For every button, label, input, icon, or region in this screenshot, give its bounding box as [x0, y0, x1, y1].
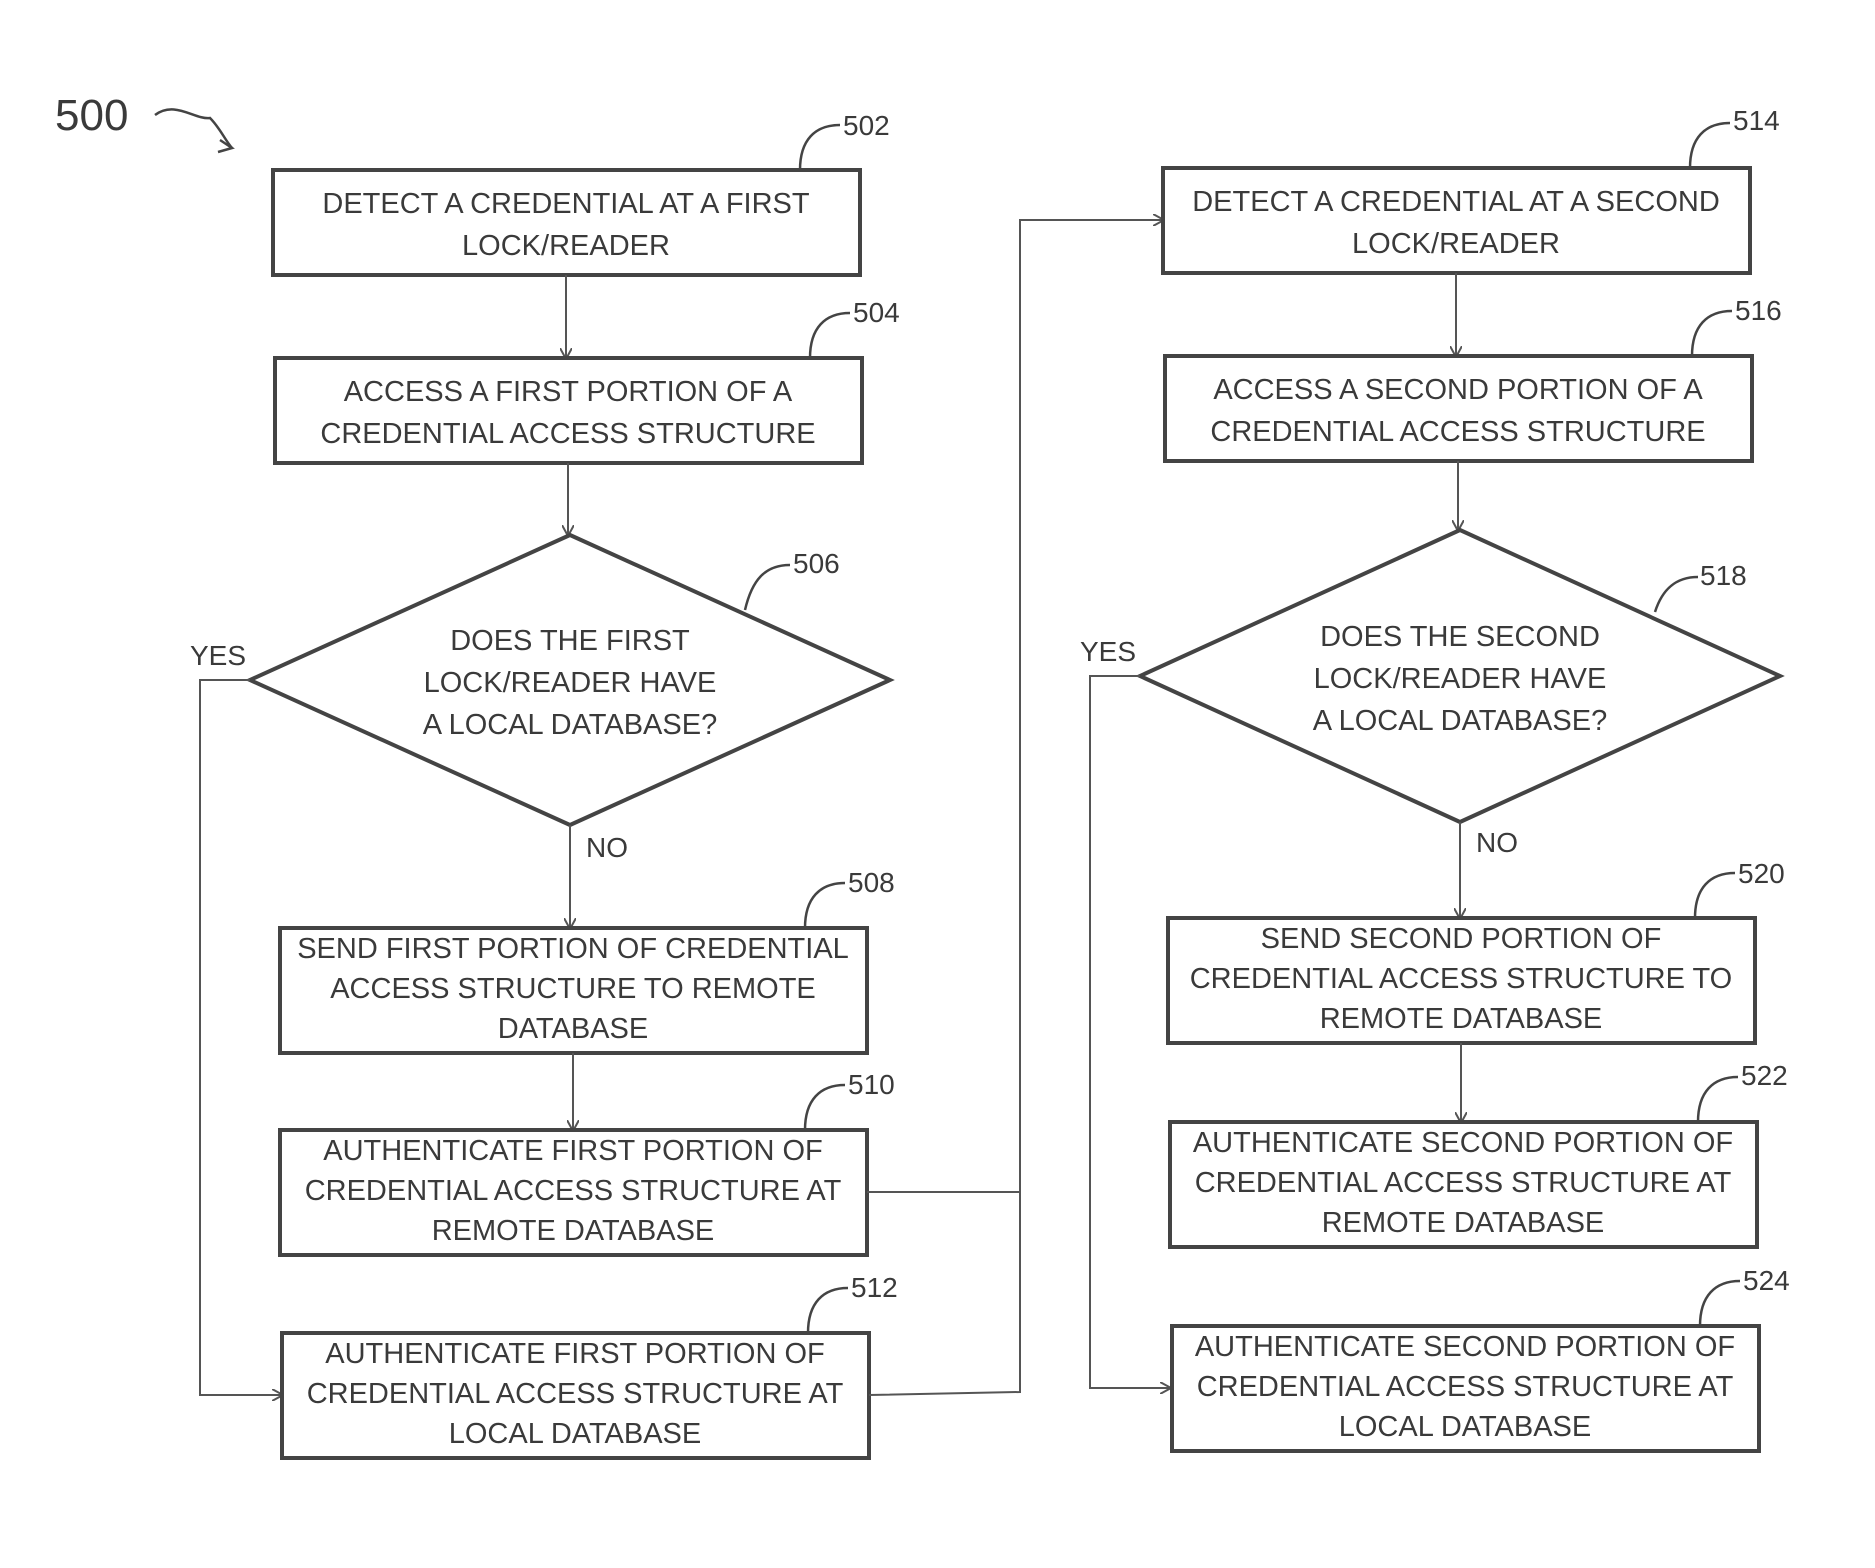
ref-518: 518 [1700, 560, 1747, 591]
step-520-line-3: REMOTE DATABASE [1320, 1003, 1603, 1035]
figure-number: 500 [55, 91, 128, 140]
step-514-line-1: DETECT A CREDENTIAL AT A SECOND [1192, 186, 1720, 218]
step-504-line-2: CREDENTIAL ACCESS STRUCTURE [320, 418, 815, 450]
branch-yes-right: YES [1080, 636, 1136, 667]
step-512-line-3: LOCAL DATABASE [449, 1418, 702, 1450]
step-510-line-1: AUTHENTICATE FIRST PORTION OF [323, 1135, 822, 1167]
step-520-line-2: CREDENTIAL ACCESS STRUCTURE TO [1190, 963, 1733, 995]
figure-leader-line [155, 109, 232, 148]
decision-518-line-1: DOES THE SECOND [1320, 621, 1600, 653]
ref-524-leader [1700, 1281, 1740, 1326]
ref-508-leader [805, 883, 845, 928]
ref-516: 516 [1735, 295, 1782, 326]
step-502-detect-credential-first: DETECT A CREDENTIAL AT A FIRST LOCK/READ… [273, 170, 860, 275]
step-524-line-2: CREDENTIAL ACCESS STRUCTURE AT [1197, 1371, 1734, 1403]
step-512-line-2: CREDENTIAL ACCESS STRUCTURE AT [307, 1378, 844, 1410]
ref-506-leader [745, 565, 790, 610]
step-522-line-2: CREDENTIAL ACCESS STRUCTURE AT [1195, 1167, 1732, 1199]
ref-510: 510 [848, 1069, 895, 1100]
step-514-detect-credential-second: DETECT A CREDENTIAL AT A SECOND LOCK/REA… [1163, 168, 1750, 273]
ref-512-leader [808, 1288, 848, 1333]
ref-502: 502 [843, 110, 890, 141]
decision-518-line-2: LOCK/READER HAVE [1314, 663, 1607, 695]
ref-504-leader [810, 313, 850, 358]
step-502-line-2: LOCK/READER [462, 230, 670, 262]
decision-518-line-3: A LOCAL DATABASE? [1313, 705, 1607, 737]
step-510-authenticate-remote: AUTHENTICATE FIRST PORTION OF CREDENTIAL… [280, 1130, 867, 1255]
step-504-access-first-portion: ACCESS A FIRST PORTION OF A CREDENTIAL A… [275, 358, 862, 463]
ref-520: 520 [1738, 858, 1785, 889]
step-512-authenticate-local: AUTHENTICATE FIRST PORTION OF CREDENTIAL… [282, 1333, 869, 1458]
ref-506: 506 [793, 548, 840, 579]
step-514-line-2: LOCK/READER [1352, 228, 1560, 260]
branch-no-right: NO [1476, 827, 1518, 858]
branch-yes-left: YES [190, 640, 246, 671]
step-508-line-1: SEND FIRST PORTION OF CREDENTIAL [297, 933, 849, 965]
ref-514-leader [1690, 123, 1730, 168]
ref-520-leader [1695, 873, 1735, 918]
step-522-line-3: REMOTE DATABASE [1322, 1207, 1605, 1239]
ref-522: 522 [1741, 1060, 1788, 1091]
step-520-send-to-remote: SEND SECOND PORTION OF CREDENTIAL ACCESS… [1168, 918, 1755, 1043]
step-522-authenticate-remote: AUTHENTICATE SECOND PORTION OF CREDENTIA… [1170, 1122, 1757, 1247]
step-516-line-2: CREDENTIAL ACCESS STRUCTURE [1210, 416, 1705, 448]
step-516-line-1: ACCESS A SECOND PORTION OF A [1213, 374, 1703, 406]
step-524-line-1: AUTHENTICATE SECOND PORTION OF [1195, 1331, 1735, 1363]
step-512-line-1: AUTHENTICATE FIRST PORTION OF [325, 1338, 824, 1370]
ref-502-leader [800, 125, 840, 170]
decision-506-line-1: DOES THE FIRST [450, 625, 690, 657]
step-508-line-3: DATABASE [498, 1013, 648, 1045]
step-522-line-1: AUTHENTICATE SECOND PORTION OF [1193, 1127, 1733, 1159]
decision-506-line-2: LOCK/READER HAVE [424, 667, 717, 699]
arrow-506-yes-to-512 [200, 680, 282, 1395]
step-508-send-to-remote: SEND FIRST PORTION OF CREDENTIAL ACCESS … [280, 928, 867, 1053]
step-502-line-1: DETECT A CREDENTIAL AT A FIRST [322, 188, 810, 220]
arrow-518-yes-to-524 [1090, 676, 1170, 1388]
ref-516-leader [1692, 311, 1732, 356]
ref-514: 514 [1733, 105, 1780, 136]
ref-508: 508 [848, 867, 895, 898]
connector-512-to-514 [869, 220, 1163, 1395]
step-516-access-second-portion: ACCESS A SECOND PORTION OF A CREDENTIAL … [1165, 356, 1752, 461]
ref-518-leader [1655, 577, 1698, 612]
step-524-authenticate-local: AUTHENTICATE SECOND PORTION OF CREDENTIA… [1172, 1326, 1759, 1451]
figure-leader-arrowhead [218, 140, 232, 152]
step-524-line-3: LOCAL DATABASE [1339, 1411, 1592, 1443]
decision-506-line-3: A LOCAL DATABASE? [423, 709, 717, 741]
step-520-line-1: SEND SECOND PORTION OF [1261, 923, 1662, 955]
ref-524: 524 [1743, 1265, 1790, 1296]
step-510-line-2: CREDENTIAL ACCESS STRUCTURE AT [305, 1175, 842, 1207]
step-508-line-2: ACCESS STRUCTURE TO REMOTE [330, 973, 816, 1005]
step-504-line-1: ACCESS A FIRST PORTION OF A [344, 376, 793, 408]
step-510-line-3: REMOTE DATABASE [432, 1215, 715, 1247]
ref-504: 504 [853, 297, 900, 328]
branch-no-left: NO [586, 832, 628, 863]
ref-512: 512 [851, 1272, 898, 1303]
decision-518-second-local-db: DOES THE SECOND LOCK/READER HAVE A LOCAL… [1140, 530, 1780, 822]
ref-510-leader [805, 1085, 845, 1130]
ref-522-leader [1698, 1077, 1738, 1122]
